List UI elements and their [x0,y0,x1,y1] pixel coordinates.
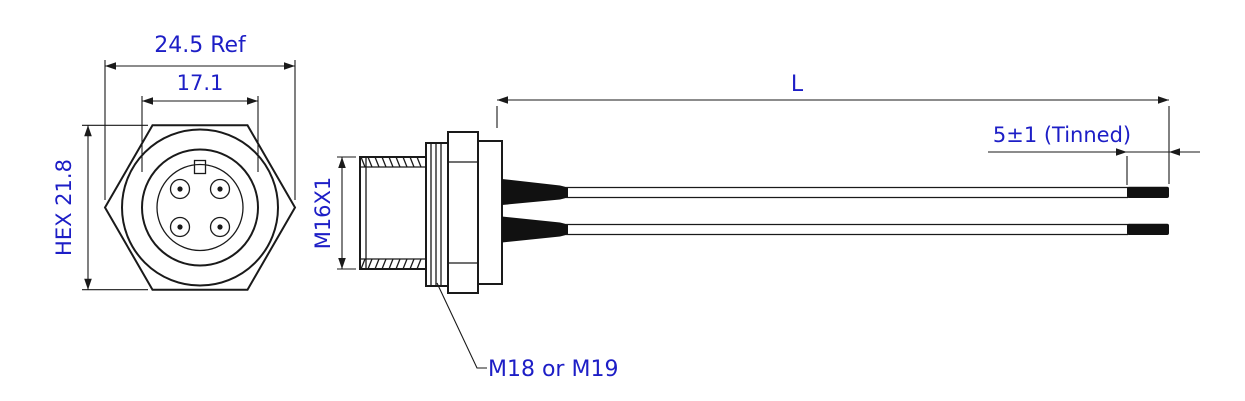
pin [169,178,191,200]
tinned-tip-upper [1127,186,1169,198]
front-view [103,124,297,291]
hex-outline [103,124,297,291]
side-view [359,131,1169,294]
dim-text-inner-width: 17.1 [177,71,224,95]
dim-length: L [496,72,1170,184]
pin [169,216,191,238]
dim-text-tinned: 5±1 (Tinned) [993,123,1131,147]
flange-circle [121,128,279,287]
pin [209,178,231,200]
dim-text-hex: HEX 21.8 [52,159,76,256]
flange-section [447,131,479,294]
dim-front-inner-width: 17.1 [141,71,259,172]
rear-body-section [477,140,503,285]
dim-front-width-ref: 24.5 Ref [104,33,296,200]
leader-line [436,282,487,369]
wire-upper [502,179,1169,205]
mount-thread-hatching [430,143,442,286]
dim-hex-flats: HEX 21.8 [52,124,148,291]
dim-tinned-length: 5±1 (Tinned) [988,123,1200,185]
wire-lower [502,216,1169,243]
wire-boot-upper [502,179,568,205]
dim-text-width-ref: 24.5 Ref [154,33,247,58]
wire-boot-lower [502,216,568,243]
contact-pins [169,178,231,238]
keyway-notch [193,159,207,175]
flange-hex-edges [448,161,478,264]
m16-thread-section [359,156,427,270]
dim-text-length: L [791,72,804,97]
coupling-thread-circle [141,148,259,267]
m16-thread-hatching [360,156,426,270]
pin [209,216,231,238]
tinned-tip-lower [1127,223,1169,235]
label-text-mount-thread: M18 or M19 [488,357,618,382]
label-mount-thread: M18 or M19 [436,282,618,382]
insert-face-circle [156,163,244,252]
dim-m16-thread: M16X1 [311,156,356,270]
dim-text-m16: M16X1 [311,177,335,250]
mount-thread-section [425,142,449,287]
